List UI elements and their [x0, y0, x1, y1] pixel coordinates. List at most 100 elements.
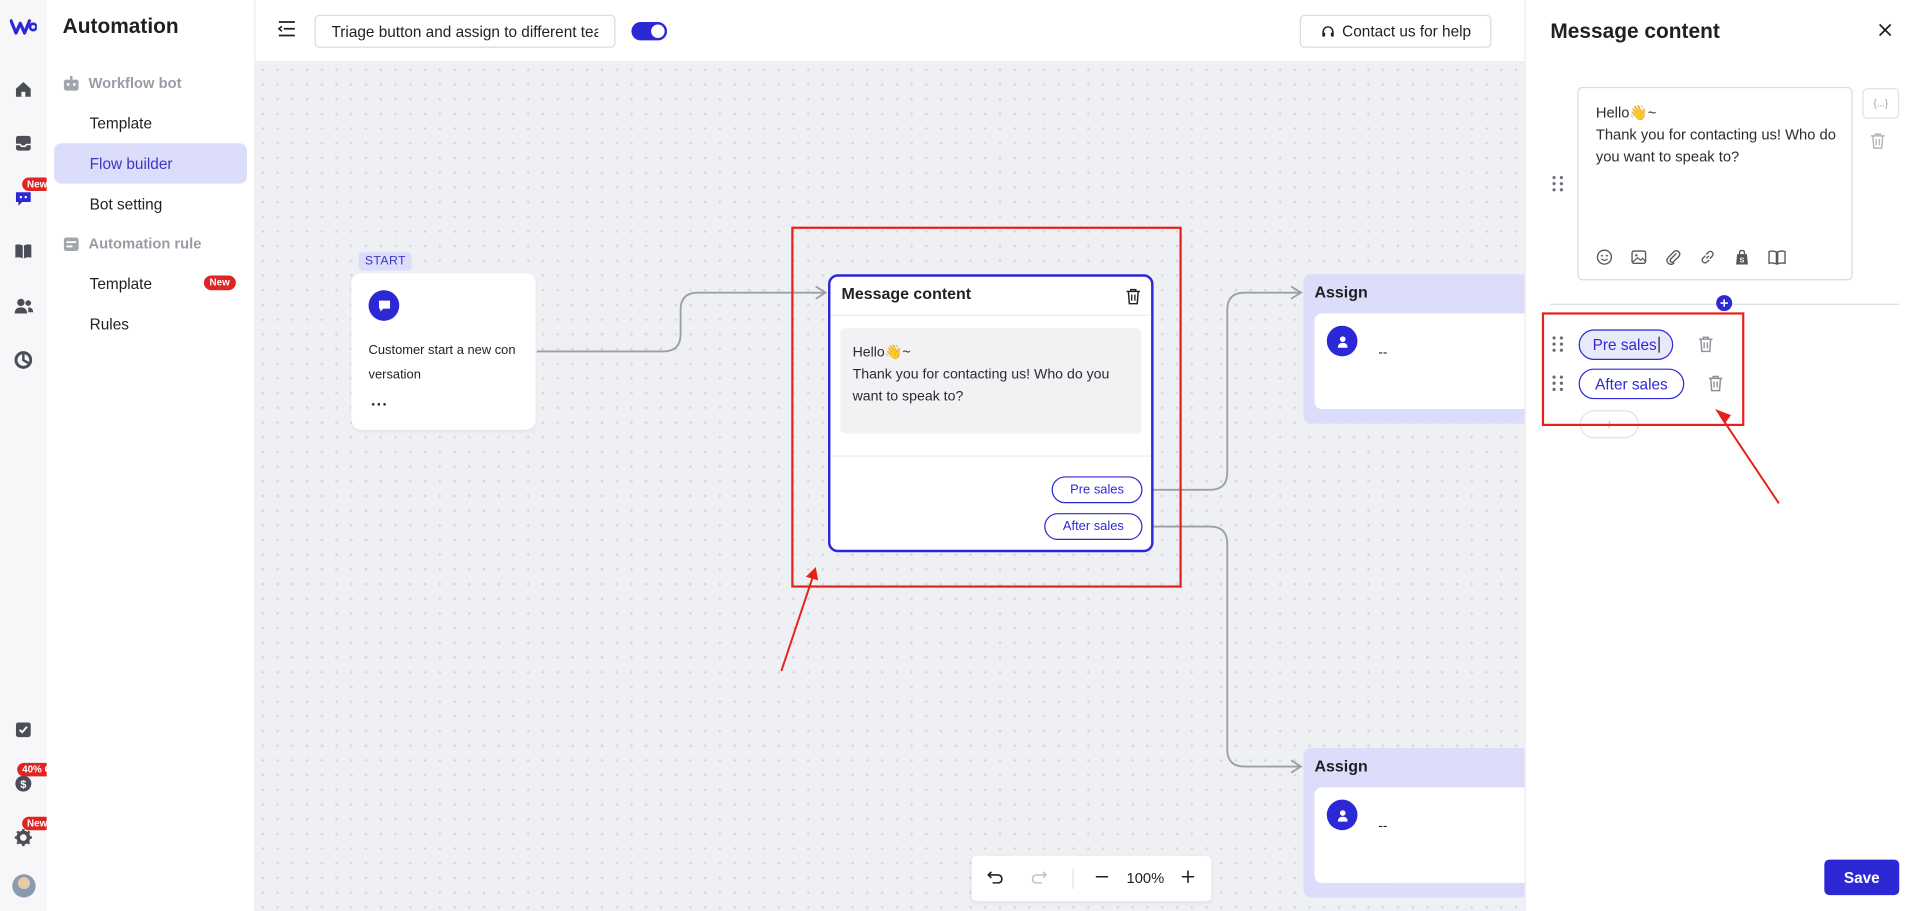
node-option-pre-sales[interactable]: Pre sales: [1051, 476, 1143, 504]
sidebar-item-label: Rules: [89, 315, 129, 333]
conversation-icon: [368, 290, 400, 321]
sidebar-section-label: Automation rule: [88, 235, 202, 253]
close-icon[interactable]: [1878, 23, 1892, 37]
message-preview: Hello👋~ Thank you for contacting us! Who…: [840, 328, 1142, 434]
panel-title: Message content: [1550, 19, 1720, 43]
flow-name-input[interactable]: [314, 14, 616, 48]
emoji-icon[interactable]: [1596, 249, 1613, 266]
assign-node[interactable]: Assign --: [1303, 748, 1525, 898]
message-content-panel: Message content Hello👋~ Thank you for co…: [1524, 0, 1920, 911]
option-label: Pre sales: [1592, 336, 1657, 354]
home-icon[interactable]: [10, 76, 37, 103]
settings-new-badge: New: [22, 816, 53, 831]
editor-toolbar: S: [1596, 249, 1786, 266]
drag-handle-icon[interactable]: [1552, 375, 1564, 392]
sidebar-item-flow-builder[interactable]: Flow builder: [54, 143, 247, 184]
assign-node-body: --: [1314, 313, 1525, 409]
settings-gear-icon[interactable]: [10, 824, 37, 851]
trash-icon[interactable]: [1698, 336, 1714, 353]
undo-icon[interactable]: [986, 868, 1003, 885]
flow-canvas[interactable]: START Customer start a new conversation …: [255, 62, 1525, 911]
trash-icon[interactable]: [1125, 288, 1141, 305]
flow-enabled-toggle[interactable]: [631, 22, 668, 41]
message-line: Hello👋~: [852, 345, 911, 361]
message-textarea[interactable]: Hello👋~ Thank you for contacting us! Who…: [1596, 102, 1837, 168]
insert-variable-button[interactable]: {...}: [1862, 88, 1900, 119]
sidebar: Automation Workflow bot Template Flow bu…: [46, 0, 256, 911]
chat-new-badge: New: [22, 177, 53, 192]
message-line: Thank you for contacting us! Who do you …: [852, 367, 1110, 405]
zoom-in-icon[interactable]: [1181, 868, 1196, 885]
message-content-node[interactable]: Message content Hello👋~ Thank you for co…: [828, 274, 1154, 553]
node-title: Assign: [1314, 756, 1368, 776]
node-title: Assign: [1314, 282, 1368, 302]
zoom-out-icon[interactable]: [1095, 868, 1110, 885]
redo-icon[interactable]: [1031, 868, 1048, 885]
option-pre-sales-input[interactable]: Pre sales: [1578, 329, 1674, 361]
assign-value: --: [1378, 345, 1388, 361]
zoom-separator: [1072, 868, 1074, 889]
save-button[interactable]: Save: [1824, 859, 1900, 896]
drag-handle-icon[interactable]: [1552, 175, 1564, 192]
brand-logo-icon[interactable]: [9, 13, 38, 40]
sidebar-item-rule-template[interactable]: Template New: [54, 263, 247, 303]
contact-help-label: Contact us for help: [1342, 22, 1472, 40]
sidebar-item-label: Flow builder: [89, 154, 173, 173]
knowledge-book-icon[interactable]: [1768, 249, 1786, 266]
start-trigger-text: Customer start a new conversation: [368, 342, 516, 383]
contact-help-button[interactable]: Contact us for help: [1299, 14, 1492, 48]
sidebar-item-label: Bot setting: [89, 195, 163, 213]
chatbot-icon[interactable]: [10, 185, 37, 212]
trash-icon[interactable]: [1870, 132, 1886, 149]
zoom-level: 100%: [1126, 869, 1165, 887]
billing-icon[interactable]: $: [10, 770, 37, 797]
sidebar-item-bot-template[interactable]: Template: [54, 103, 247, 143]
analytics-icon[interactable]: [10, 347, 37, 374]
sidebar-item-label: Template: [89, 114, 153, 132]
flow-toolbar: Contact us for help: [255, 0, 1525, 63]
contacts-icon[interactable]: [10, 293, 37, 320]
flow-connectors: [536, 285, 1303, 774]
start-node[interactable]: Customer start a new conversation ...: [351, 273, 536, 430]
sidebar-item-rules[interactable]: Rules: [54, 304, 247, 344]
node-option-after-sales[interactable]: After sales: [1044, 513, 1143, 541]
add-block-icon[interactable]: [1716, 295, 1733, 312]
sidebar-item-label: Template: [89, 274, 153, 293]
image-icon[interactable]: [1630, 249, 1647, 266]
app-title: Automation: [62, 14, 179, 38]
zoom-controls: 100%: [971, 855, 1212, 902]
new-badge: New: [203, 275, 236, 291]
sidebar-item-bot-setting[interactable]: Bot setting: [54, 184, 247, 224]
start-tag: START: [358, 252, 412, 271]
sidebar-section-workflow-bot: Workflow bot: [63, 75, 182, 92]
attachment-icon[interactable]: [1665, 249, 1682, 266]
node-title: Message content: [841, 284, 972, 303]
link-icon[interactable]: [1699, 249, 1716, 266]
option-after-sales-input[interactable]: After sales: [1578, 368, 1685, 400]
drag-handle-icon[interactable]: [1552, 336, 1564, 353]
inbox-icon[interactable]: [10, 130, 37, 157]
more-options-icon[interactable]: ...: [371, 390, 389, 409]
assign-node-body: --: [1314, 787, 1525, 883]
icon-rail: New $ 40% OFF New: [0, 0, 70, 911]
message-line: Hello👋~: [1595, 104, 1657, 122]
knowledge-book-icon[interactable]: [10, 238, 37, 265]
add-option-button[interactable]: +: [1579, 410, 1639, 439]
shopify-bag-icon[interactable]: S: [1733, 249, 1750, 266]
agent-user-icon: [1326, 325, 1358, 357]
user-avatar[interactable]: [12, 874, 36, 898]
headset-icon: [1321, 25, 1334, 37]
sidebar-section-label: Workflow bot: [88, 74, 182, 92]
svg-text:S: S: [1740, 256, 1745, 265]
assign-node[interactable]: Assign --: [1303, 274, 1525, 424]
rule-icon: [63, 236, 79, 251]
text-cursor: [1657, 336, 1660, 353]
robot-icon: [63, 75, 79, 91]
collapse-menu-icon[interactable]: [277, 20, 296, 38]
node-divider: [830, 314, 1152, 316]
assign-value: --: [1378, 819, 1388, 834]
tasks-icon[interactable]: [10, 716, 37, 743]
trash-icon[interactable]: [1708, 375, 1724, 392]
message-editor[interactable]: Hello👋~ Thank you for contacting us! Who…: [1577, 86, 1853, 281]
